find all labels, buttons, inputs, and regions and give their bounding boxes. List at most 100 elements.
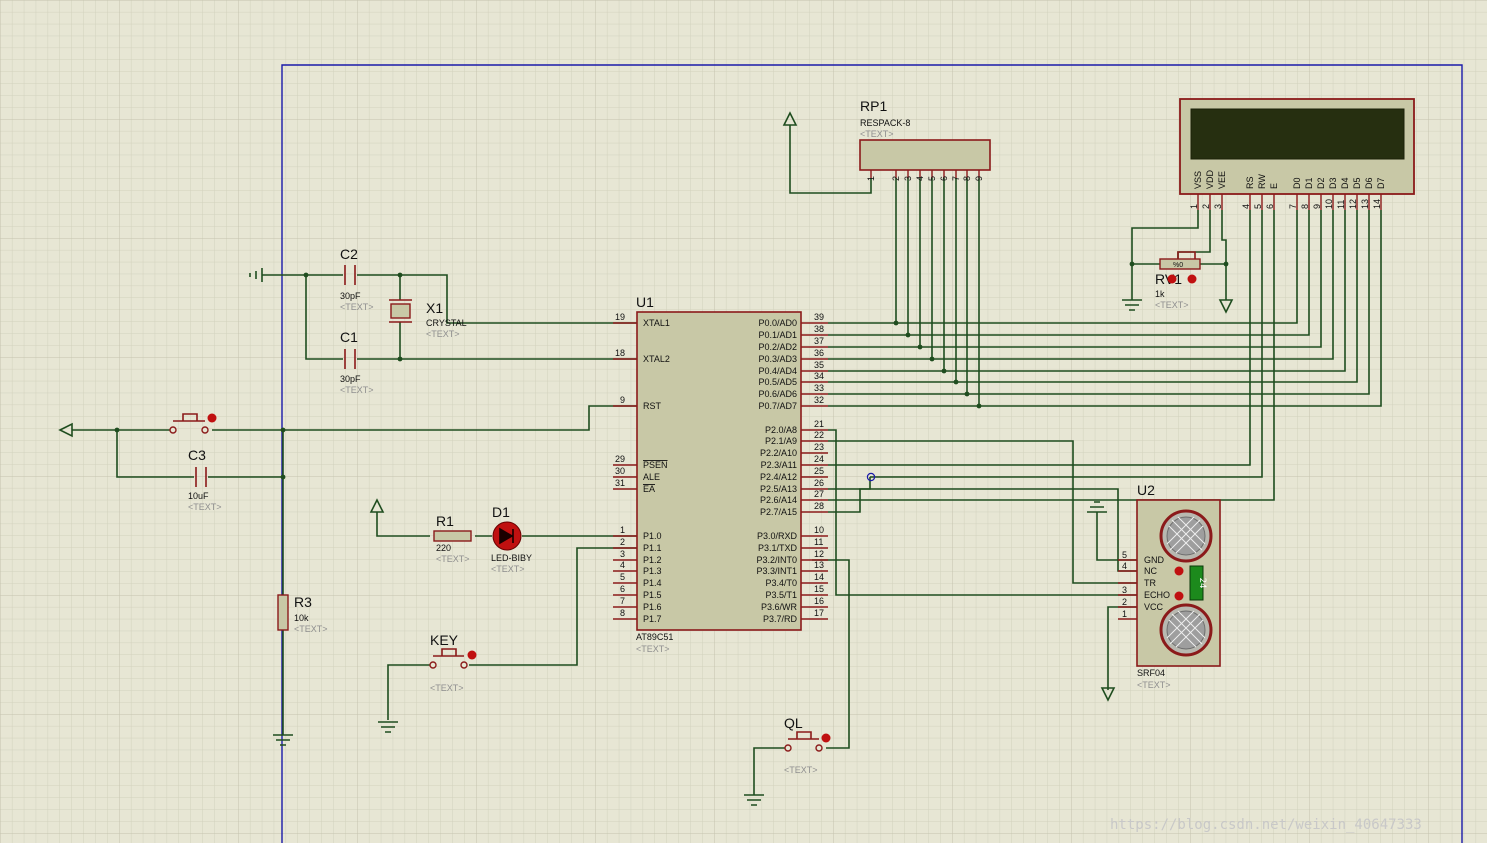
- lcd-pin-number: 8: [1300, 204, 1310, 209]
- u1-pin-number: 16: [814, 596, 824, 606]
- r1-value: 220: [436, 543, 451, 553]
- u2-increase-icon[interactable]: [1174, 566, 1184, 576]
- u1-pin-number: 25: [814, 466, 824, 476]
- r1-designator: R1: [436, 513, 454, 529]
- d1-led[interactable]: D1 LED-BIBY <TEXT>: [491, 504, 532, 574]
- lcd-pin-name: D7: [1376, 177, 1386, 189]
- u1-pin-number: 6: [620, 584, 625, 594]
- rp1-pin-number: 9: [974, 176, 984, 181]
- d1-text-placeholder: <TEXT>: [491, 564, 525, 574]
- u1-pin-number: 27: [814, 489, 824, 499]
- u1-pin-number: 17: [814, 608, 824, 618]
- r3-text-placeholder: <TEXT>: [294, 624, 328, 634]
- lcd-display[interactable]: VSS1VDD2VEE3RS4RW5E6D07D18D29D310D411D51…: [1179, 98, 1415, 210]
- c1-text-placeholder: <TEXT>: [340, 385, 374, 395]
- u1-pin-name: P3.6/WR: [761, 602, 798, 612]
- reset-button[interactable]: [169, 413, 217, 434]
- u1-pin-name: P1.1: [643, 543, 662, 553]
- c1-value: 30pF: [340, 374, 361, 384]
- u2-text-placeholder: <TEXT>: [1137, 680, 1171, 690]
- key-button-press-icon[interactable]: [467, 650, 477, 660]
- u2-decrease-icon[interactable]: [1174, 591, 1184, 601]
- rv1-adjust-up-icon[interactable]: [1167, 274, 1177, 284]
- u2-part: SRF04: [1137, 668, 1165, 678]
- r3-designator: R3: [294, 594, 312, 610]
- u1-pin-name: P3.4/T0: [765, 578, 797, 588]
- u1-pin-name: P1.7: [643, 614, 662, 624]
- u2-pin-number: 3: [1122, 585, 1127, 595]
- rv1-value: 1k: [1155, 289, 1165, 299]
- d1-designator: D1: [492, 504, 510, 520]
- key-button[interactable]: KEY <TEXT>: [429, 632, 477, 693]
- u1-pin-name: P3.5/T1: [765, 590, 797, 600]
- u1-pin-number: 29: [615, 454, 625, 464]
- c2-designator: C2: [340, 246, 358, 262]
- u1-pin-name: P0.2/AD2: [758, 342, 797, 352]
- u1-pin-name: P0.0/AD0: [758, 318, 797, 328]
- c3-value: 10uF: [188, 491, 209, 501]
- u1-microcontroller[interactable]: U1 19XTAL118XTAL29RST29PSEN30ALE31EA1P1.…: [613, 294, 828, 654]
- u1-pin-number: 32: [814, 395, 824, 405]
- u1-pin-number: 4: [620, 560, 625, 570]
- rp1-text-placeholder: <TEXT>: [860, 129, 894, 139]
- u1-pin-number: 2: [620, 537, 625, 547]
- rv1-wiper-value: %0: [1173, 262, 1183, 269]
- u1-pin-number: 34: [814, 371, 824, 381]
- c2-text-placeholder: <TEXT>: [340, 302, 374, 312]
- u1-pin-number: 11: [814, 537, 823, 547]
- c1-capacitor[interactable]: C1 30pF <TEXT>: [340, 329, 374, 395]
- lcd-pin-name: D2: [1316, 177, 1326, 189]
- u1-pin-name: P2.6/A14: [760, 495, 797, 505]
- lcd-pin-number: 5: [1253, 204, 1263, 209]
- u1-pin-number: 37: [814, 336, 824, 346]
- c3-capacitor[interactable]: C3 10uF <TEXT>: [188, 447, 222, 512]
- lcd-pin-number: 10: [1324, 199, 1334, 209]
- r3-value: 10k: [294, 613, 309, 623]
- lcd-pin-name: D0: [1292, 177, 1302, 189]
- u1-pin-name: P3.2/INT0: [756, 555, 797, 565]
- u1-pin-name: PSEN: [643, 460, 668, 470]
- lcd-pin-number: 13: [1360, 199, 1370, 209]
- u1-pin-number: 14: [814, 572, 824, 582]
- r1-resistor[interactable]: R1 220 <TEXT>: [433, 513, 472, 564]
- u1-pin-number: 18: [615, 348, 625, 358]
- u1-pin-name: P2.4/A12: [760, 472, 797, 482]
- u1-pin-number: 21: [814, 419, 824, 429]
- u1-pin-name: P0.4/AD4: [758, 366, 797, 376]
- u2-pin-number: 2: [1122, 597, 1127, 607]
- u1-pin-name: P1.3: [643, 566, 662, 576]
- u1-pin-name: P0.3/AD3: [758, 354, 797, 364]
- rp1-pin-number: 5: [927, 176, 937, 181]
- c2-capacitor[interactable]: C2 30pF <TEXT>: [340, 246, 374, 312]
- u1-pin-number: 28: [814, 501, 824, 511]
- u1-pin-number: 35: [814, 360, 824, 370]
- r3-resistor[interactable]: R3 10k <TEXT>: [277, 594, 328, 634]
- ql-button-press-icon[interactable]: [821, 733, 831, 743]
- rv1-potentiometer[interactable]: %0 RV1 1k <TEXT>: [1155, 251, 1201, 310]
- lcd-pin-name: RW: [1257, 174, 1267, 189]
- lcd-pin-number: 4: [1241, 204, 1251, 209]
- ql-designator: QL: [784, 715, 803, 731]
- rv1-adjust-down-icon[interactable]: [1187, 274, 1197, 284]
- lcd-pin-name: E: [1269, 183, 1279, 189]
- u1-pin-number: 10: [814, 525, 824, 535]
- u2-pin-name: TR: [1144, 578, 1156, 588]
- u1-pin-name: P0.6/AD6: [758, 389, 797, 399]
- reset-button-press-icon[interactable]: [207, 413, 217, 423]
- u1-pin-number: 30: [615, 466, 625, 476]
- u2-distance-reading: 24: [1197, 578, 1207, 589]
- lcd-pin-name: VDD: [1205, 169, 1215, 189]
- u1-pin-name: P1.6: [643, 602, 662, 612]
- lcd-pin-name: D3: [1328, 177, 1338, 189]
- rp1-pin-number: 1: [866, 176, 876, 181]
- x1-crystal[interactable]: X1 CRYSTAL <TEXT>: [389, 299, 467, 339]
- junction-dots: [114, 261, 1229, 482]
- ql-button[interactable]: QL <TEXT>: [784, 715, 831, 775]
- rp1-pin-number: 7: [951, 176, 961, 181]
- rp1-part: RESPACK-8: [860, 118, 910, 128]
- u1-pin-number: 15: [814, 584, 824, 594]
- u1-pin-name: P1.2: [643, 555, 662, 565]
